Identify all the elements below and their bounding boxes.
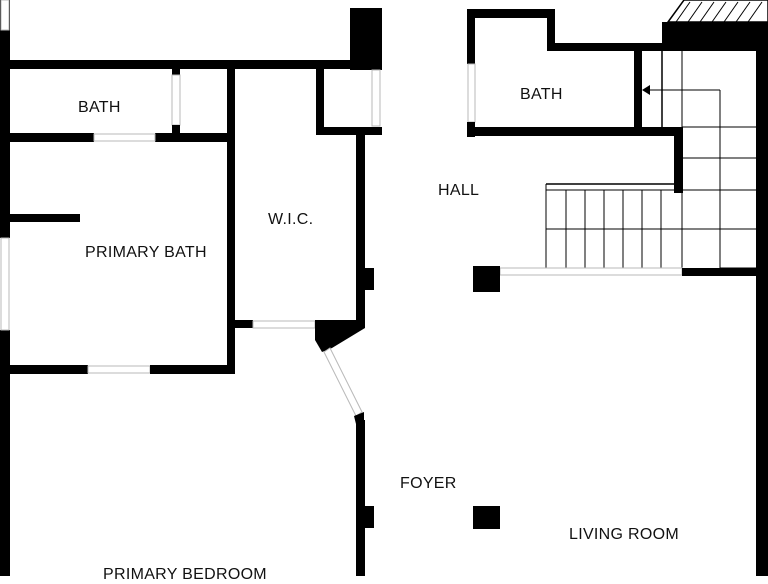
wall-primary-bath-stub bbox=[10, 214, 80, 222]
wall-closet-bottom bbox=[316, 127, 382, 135]
wall-wic-right-block bbox=[362, 268, 374, 290]
room-label-bath-right: BATH bbox=[520, 86, 563, 103]
door-wic bbox=[252, 320, 316, 329]
wall-bath-divider-bottom bbox=[172, 125, 180, 133]
wall-right-bath-top-b bbox=[547, 9, 555, 51]
arrow-left-icon bbox=[642, 85, 650, 95]
wall-top-right bbox=[662, 22, 768, 51]
column-living bbox=[473, 506, 500, 529]
door-closet bbox=[371, 69, 381, 127]
stair-rail bbox=[499, 267, 683, 276]
staircase bbox=[499, 51, 756, 276]
room-label-bath-left: BATH bbox=[78, 99, 121, 116]
window-left bbox=[0, 237, 10, 331]
wall-left-top bbox=[0, 0, 10, 238]
wall-bath-divider-top bbox=[172, 69, 180, 75]
wall-wic-bottom-a bbox=[235, 320, 253, 328]
wall-left-bottom bbox=[0, 330, 10, 576]
wall-wic-top-stub bbox=[316, 69, 324, 135]
wall-right-bath-top-c bbox=[547, 43, 668, 51]
wall-bath-bottom-a bbox=[10, 133, 94, 142]
wall-wic-corner bbox=[315, 320, 365, 352]
door-right-bath bbox=[467, 63, 476, 123]
column-hall bbox=[473, 266, 500, 292]
door-bedroom-angled bbox=[323, 347, 363, 417]
wall-stair-right-block bbox=[674, 127, 683, 193]
wall-wic-left bbox=[227, 69, 235, 373]
room-label-primary-bath: PRIMARY BATH bbox=[85, 244, 207, 261]
door-bath-divider bbox=[171, 74, 181, 126]
room-label-hall: HALL bbox=[438, 182, 480, 199]
room-label-wic: W.I.C. bbox=[268, 211, 314, 228]
wall-primary-bath-bottom-b bbox=[150, 365, 235, 374]
door-bath-left bbox=[93, 133, 156, 142]
wall-primary-bath-bottom-a bbox=[10, 365, 88, 374]
wall-top-left bbox=[10, 60, 382, 69]
wall-right-bath-right bbox=[634, 43, 642, 136]
wall-right-bath-left-top bbox=[467, 9, 475, 64]
room-label-foyer: FOYER bbox=[400, 475, 457, 492]
wall-stair-bottom bbox=[682, 268, 756, 276]
wall-bedroom-right bbox=[356, 420, 365, 576]
room-label-living-room: LIVING ROOM bbox=[569, 526, 679, 543]
wall-right-bath-top-a bbox=[467, 9, 555, 18]
wall-top-left-block bbox=[350, 8, 382, 70]
wall-bath-bottom-b bbox=[155, 133, 235, 142]
wall-right-bath-bottom bbox=[467, 127, 683, 136]
window-left-top bbox=[0, 0, 10, 31]
hatched-area bbox=[666, 0, 768, 23]
door-primary-bath bbox=[87, 365, 151, 374]
wall-wic-right bbox=[356, 135, 365, 328]
wall-bedroom-right-block bbox=[362, 506, 374, 528]
room-label-primary-bedroom: PRIMARY BEDROOM bbox=[103, 566, 267, 583]
wall-right-outer bbox=[756, 22, 768, 576]
